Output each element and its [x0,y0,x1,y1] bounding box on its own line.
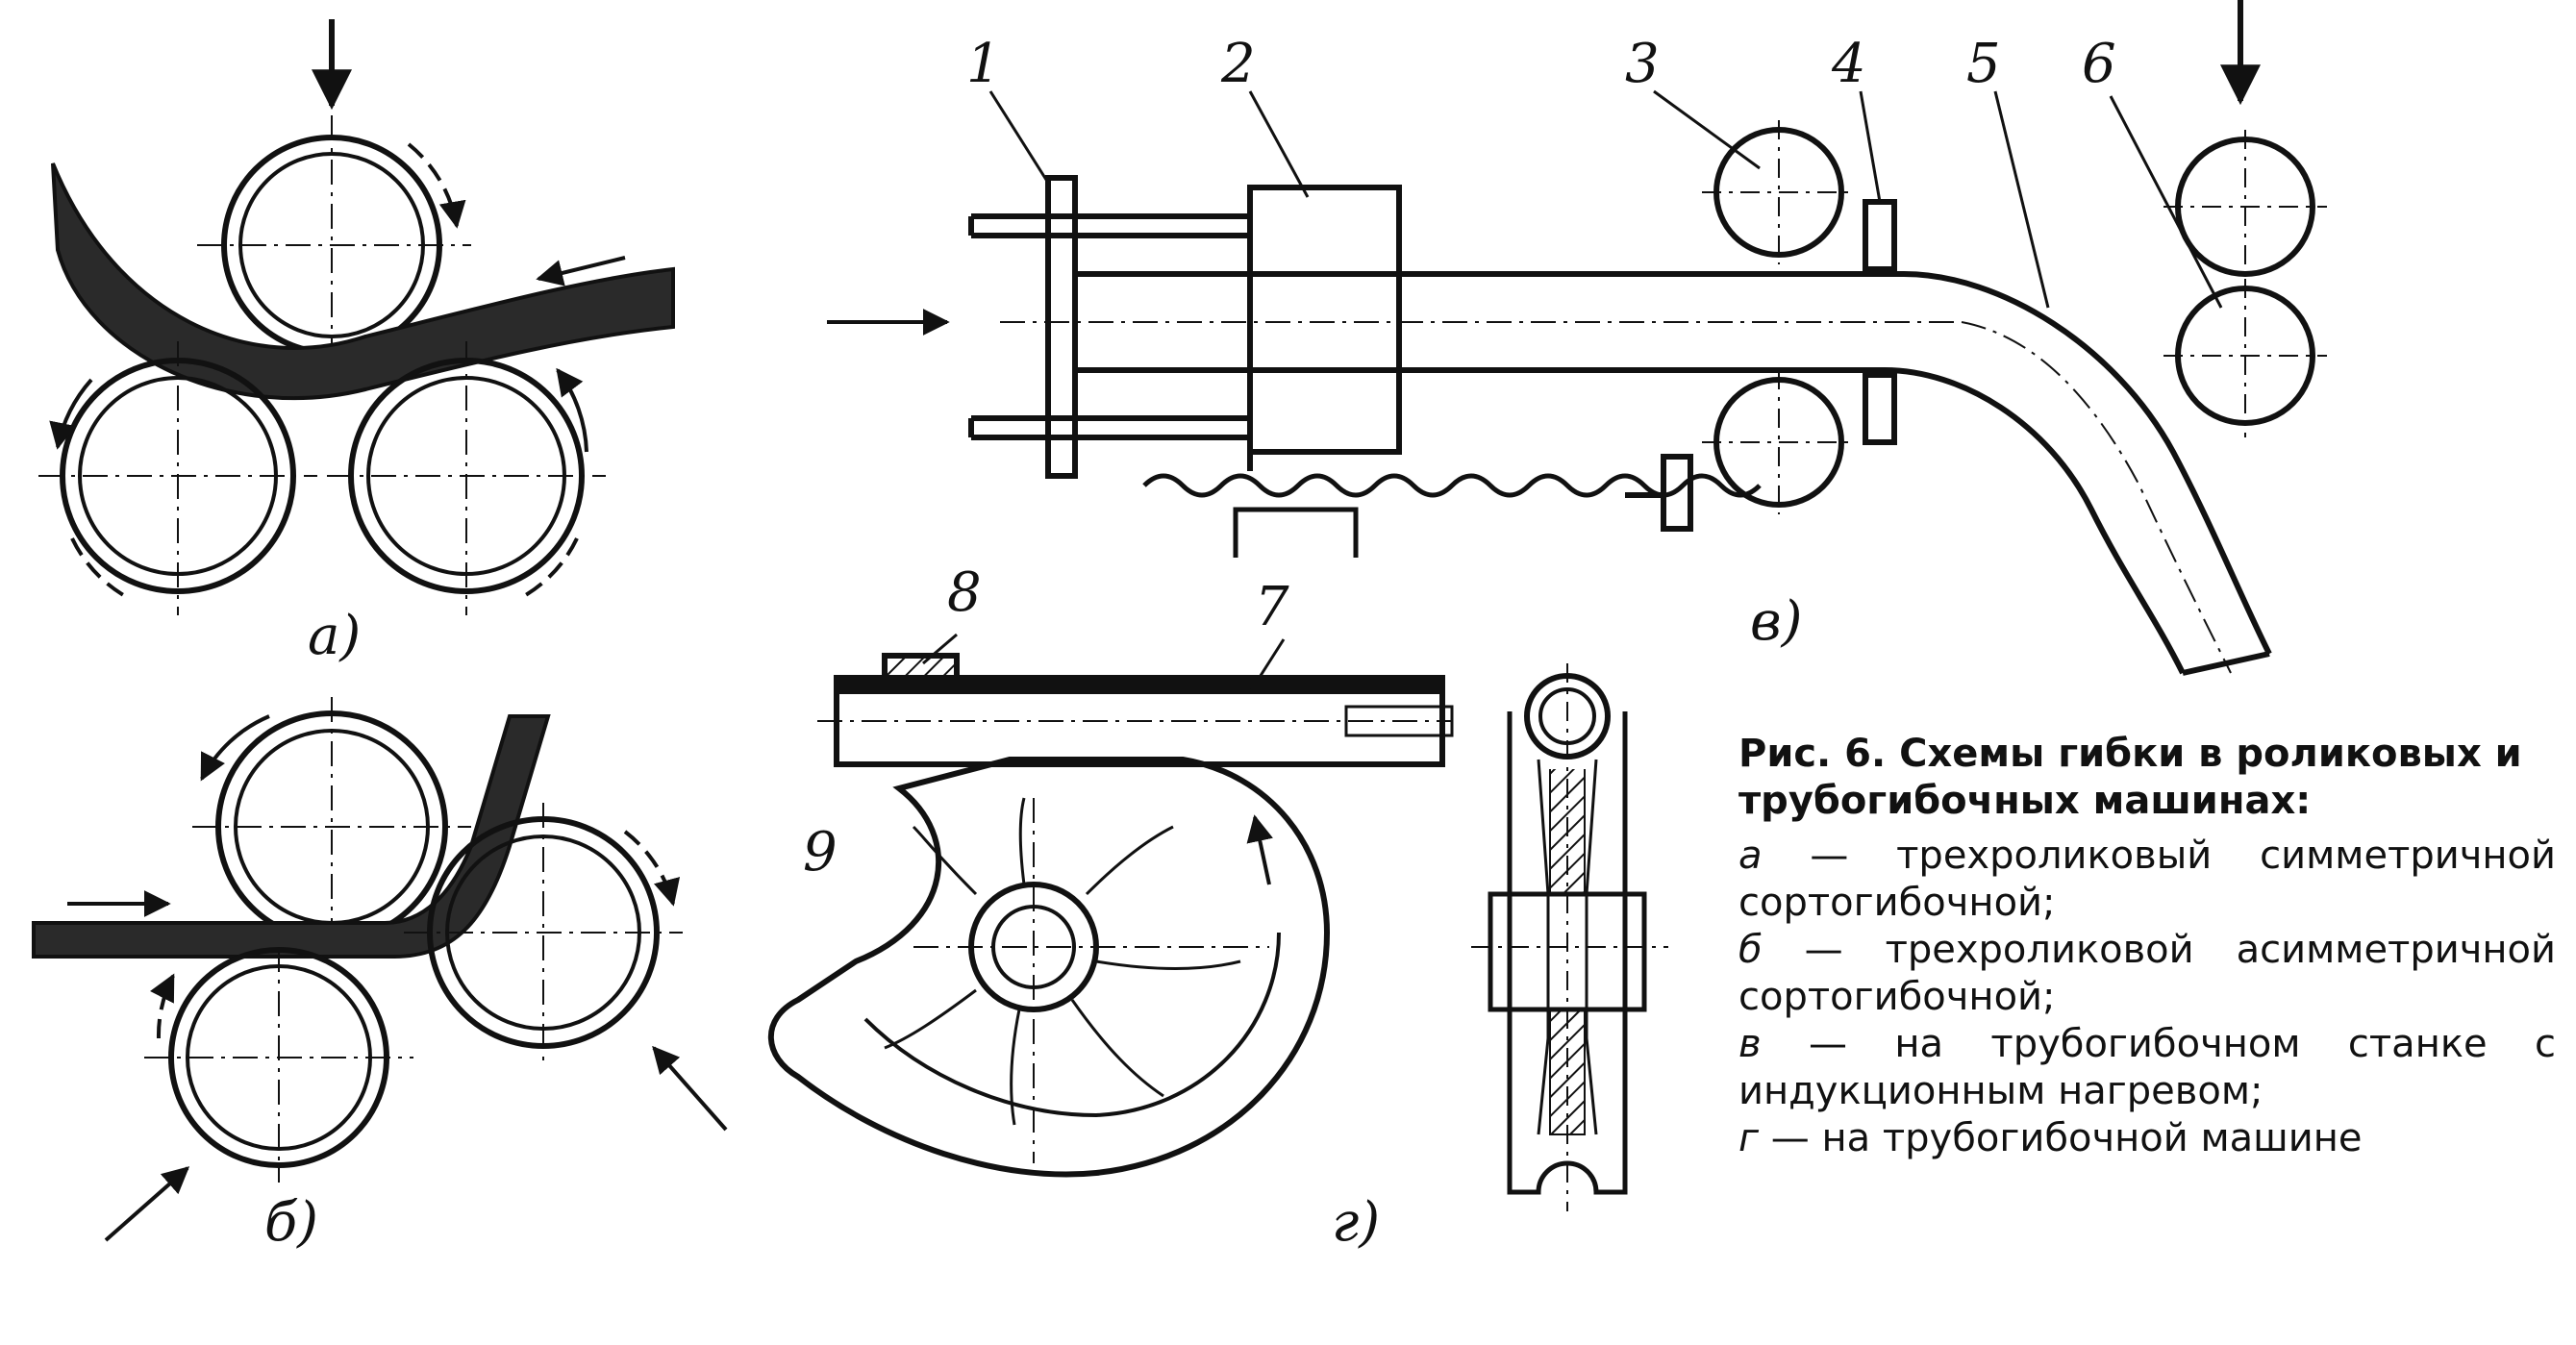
label-4: 4 [1831,33,1866,95]
inductor [1863,199,1897,272]
caption-text: — трехроликовой асимметричной сортогибоч… [1738,928,2556,1019]
right-roller [327,341,606,615]
label-2: 2 [1220,33,1256,95]
lead-screw [1142,473,1762,498]
label-9: 9 [803,821,838,884]
caption-key: а [1738,834,1763,878]
caption-key: г [1738,1116,1760,1160]
sublabel-g: г) [1332,1191,1380,1254]
caption-item-b: б — трехроликовой асимметричной сортогиб… [1738,927,2556,1021]
caption-item-a: а — трехроликовый симметричной сортогибо… [1738,833,2556,927]
pipe [1075,271,2272,656]
caption-key: б [1738,928,1763,972]
label-7: 7 [1255,576,1289,638]
caption-item-v: в — на трубогибочном станке с индукционн… [1738,1021,2556,1115]
caption-item-g: г — на трубогибочной машине [1738,1115,2556,1162]
caption-text: — на трубогибочном станке с индукционным… [1738,1022,2556,1113]
workpiece-b [32,714,551,959]
bottom-roller-b [104,947,413,1242]
label-3: 3 [1625,33,1660,95]
figure-caption: Рис. 6. Схемы гибки в роликовых и трубог… [1738,731,2556,1162]
label-8: 8 [947,561,982,624]
label-5: 5 [1966,33,2001,95]
caption-key: в [1738,1022,1762,1066]
former-side-view [1471,663,1668,1211]
clamp-8 [882,653,960,682]
caption-title: Рис. 6. Схемы гибки в роликовых и трубог… [1738,732,2522,823]
guide-rollers [1702,120,1856,514]
bending-rollers [2163,0,2327,437]
side-roller-b [404,803,728,1132]
scheme-a [38,19,675,615]
caption-text: — на трубогибочной машине [1759,1116,2363,1160]
scheme-b [32,697,728,1242]
sublabel-a: a) [308,605,361,667]
clamp-plate [1045,175,1078,479]
former-9 [767,757,1331,1178]
sublabel-b: б) [264,1191,318,1254]
label-1: 1 [966,33,1001,95]
sublabel-v: в) [1750,590,1802,653]
scheme-v [827,0,2327,676]
caption-text: — трехроликовый симметричной сортогибочн… [1738,834,2556,925]
left-roller [38,341,317,615]
scheme-g [767,633,1668,1211]
carriage [1247,185,1402,455]
label-6: 6 [2082,33,2116,95]
